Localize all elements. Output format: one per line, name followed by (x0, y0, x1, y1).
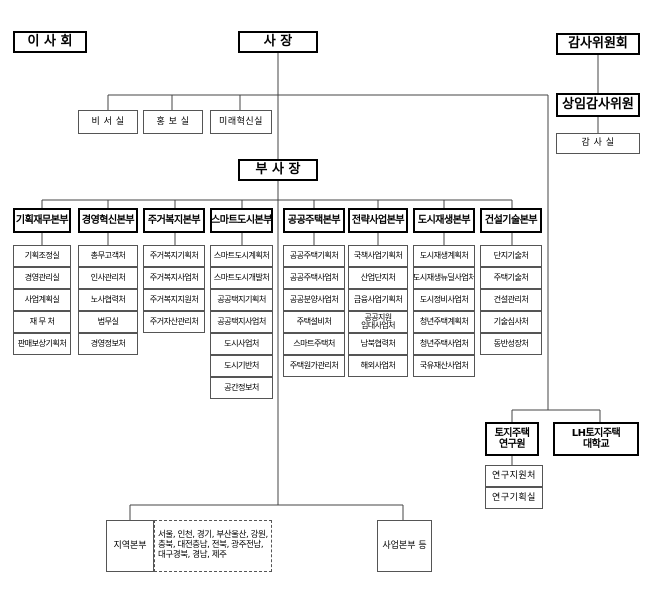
division-unit: 주택원가관리처 (283, 355, 345, 377)
business-hq-box: 사업본부 등 (377, 520, 432, 572)
division-header: 도시재생본부 (413, 208, 475, 233)
division-unit: 노사협력처 (78, 289, 138, 311)
division-unit: 공공택지사업처 (210, 311, 273, 333)
vice-president-box: 부 사 장 (238, 159, 318, 181)
board-of-directors: 이 사 회 (13, 31, 87, 53)
division-unit: 도시기반처 (210, 355, 273, 377)
division-unit: 금융사업기획처 (348, 289, 408, 311)
standing-audit-commissioner: 상임감사위원 (556, 93, 640, 117)
division-unit: 주택기술처 (480, 267, 542, 289)
staff-office-pr: 홍 보 실 (143, 110, 203, 134)
research-unit-planning: 연구기획실 (485, 487, 543, 509)
division-unit: 국책사업기획처 (348, 245, 408, 267)
division-unit: 스마트주택처 (283, 333, 345, 355)
division-unit: 도시사업처 (210, 333, 273, 355)
division-unit: 청년주택계획처 (413, 311, 475, 333)
division-unit: 해외사업처 (348, 355, 408, 377)
division-unit: 주택설비처 (283, 311, 345, 333)
division-unit: 산업단지처 (348, 267, 408, 289)
division-unit: 공공택지기획처 (210, 289, 273, 311)
division-unit: 인사관리처 (78, 267, 138, 289)
division-unit: 기술심사처 (480, 311, 542, 333)
regional-hq-list: 서울, 인천, 경기, 부산울산, 강원, 충북, 대전충남, 전북, 광주전남… (154, 520, 272, 572)
research-unit-support: 연구지원처 (485, 465, 543, 487)
division-unit: 경영정보처 (78, 333, 138, 355)
division-unit: 도시재생뉴딜사업처 (413, 267, 475, 289)
division-unit: 주거복지지원처 (143, 289, 205, 311)
division-unit: 동반성장처 (480, 333, 542, 355)
division-unit: 주거복지기획처 (143, 245, 205, 267)
division-unit: 경영관리실 (13, 267, 71, 289)
audit-committee: 감사위원회 (556, 33, 640, 55)
division-unit: 공공지원 임대사업처 (348, 311, 408, 333)
division-header: 경영혁신본부 (78, 208, 138, 233)
research-institute: 토지주택 연구원 (485, 422, 539, 456)
division-header: 건설기술본부 (480, 208, 542, 233)
division-unit: 재 무 처 (13, 311, 71, 333)
division-unit: 도시재생계획처 (413, 245, 475, 267)
division-unit: 스마트도시계획처 (210, 245, 273, 267)
division-unit: 단지기술처 (480, 245, 542, 267)
division-unit: 스마트도시개발처 (210, 267, 273, 289)
audit-office: 감 사 실 (556, 133, 640, 154)
lh-university: LH토지주택 대학교 (553, 422, 639, 456)
division-unit: 총무고객처 (78, 245, 138, 267)
regional-hq-label: 지역본부 (106, 520, 154, 572)
division-unit: 건설관리처 (480, 289, 542, 311)
division-unit: 법무실 (78, 311, 138, 333)
division-unit: 주거자산관리처 (143, 311, 205, 333)
division-unit: 기획조정실 (13, 245, 71, 267)
staff-office-innovation: 미래혁신실 (210, 110, 272, 134)
division-unit: 판매보상기획처 (13, 333, 71, 355)
division-unit: 공간정보처 (210, 377, 273, 399)
ceo-box: 사 장 (238, 31, 318, 53)
staff-office-secretary: 비 서 실 (78, 110, 138, 134)
division-unit: 공공주택사업처 (283, 267, 345, 289)
division-unit: 주거복지사업처 (143, 267, 205, 289)
division-header: 기획재무본부 (13, 208, 71, 233)
division-unit: 도시정비사업처 (413, 289, 475, 311)
division-header: 스마트도시본부 (210, 208, 273, 233)
division-unit: 청년주택사업처 (413, 333, 475, 355)
division-header: 공공주택본부 (283, 208, 345, 233)
division-header: 전략사업본부 (348, 208, 408, 233)
division-unit: 남북협력처 (348, 333, 408, 355)
division-header: 주거복지본부 (143, 208, 205, 233)
division-unit: 공공분양사업처 (283, 289, 345, 311)
division-unit: 공공주택기획처 (283, 245, 345, 267)
division-unit: 국유재산사업처 (413, 355, 475, 377)
division-unit: 사업계획실 (13, 289, 71, 311)
